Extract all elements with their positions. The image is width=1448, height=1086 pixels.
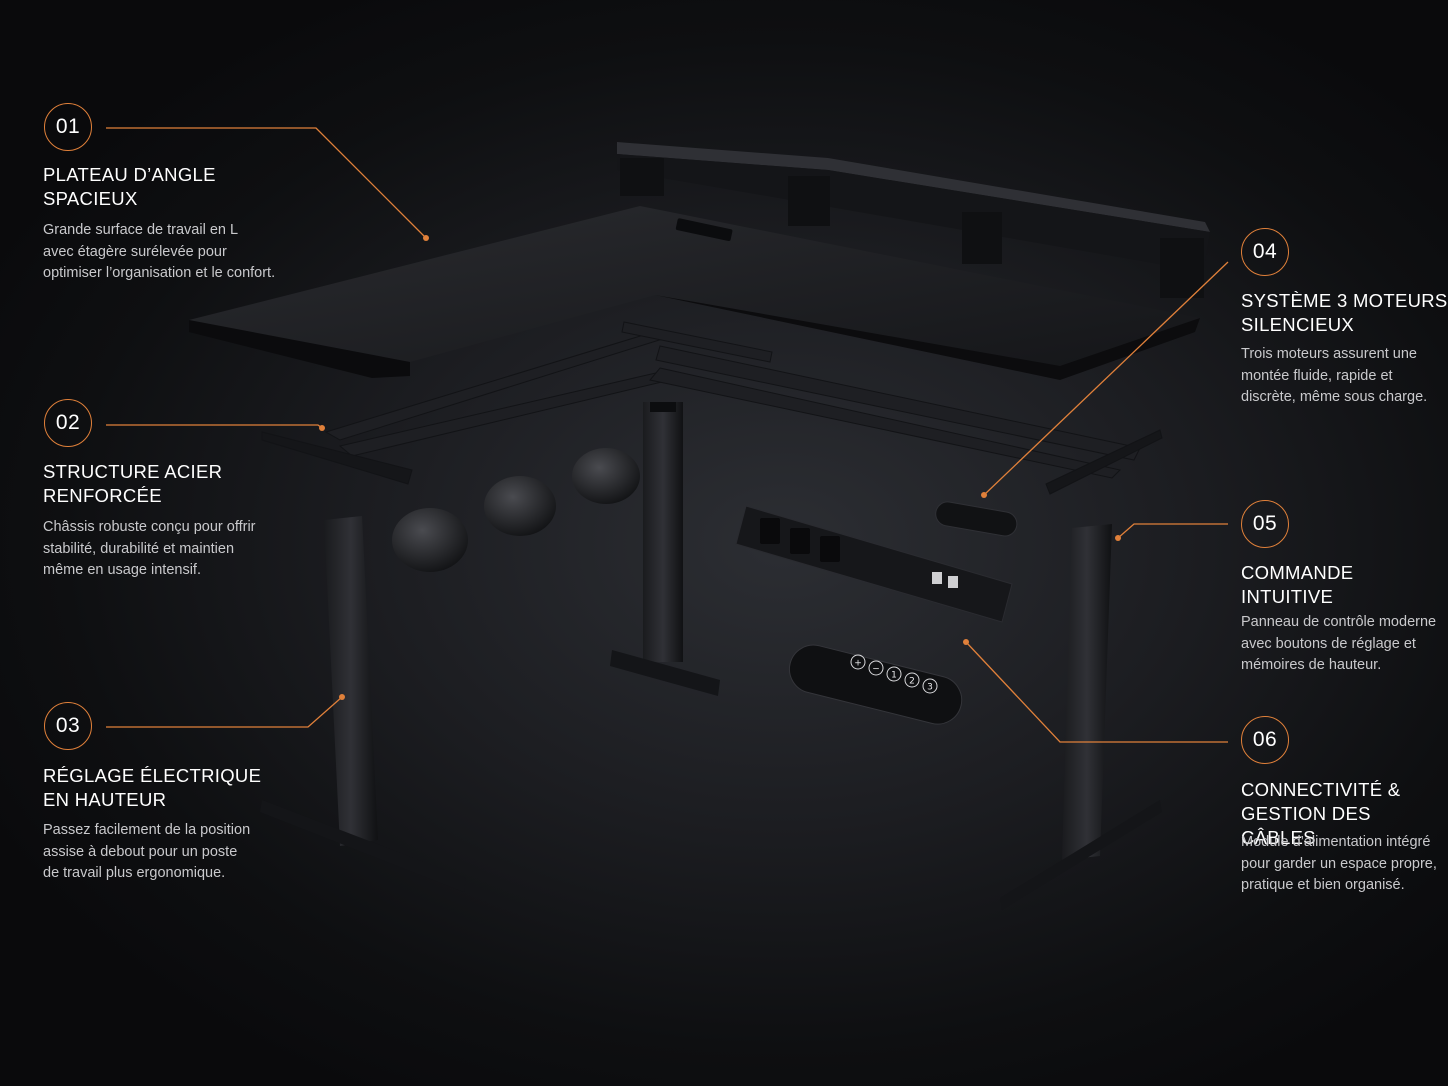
control-panel (788, 644, 963, 725)
l-shaped-desktop (189, 206, 1200, 380)
feature-badge-02: 02 (44, 399, 92, 447)
control-button-label: 1 (891, 671, 897, 681)
feature-badge-04: 04 (1241, 228, 1289, 276)
control-button-ring (904, 672, 920, 688)
control-button-label: 3 (927, 683, 933, 693)
feature-desc-02: Châssis robuste conçu pour offrir stabil… (43, 519, 256, 578)
feature-title-06: CONNECTIVITÉ & GESTION DES CÂBLES (1241, 779, 1401, 848)
feature-desc-06: Module d’alimentation intégré pour garde… (1241, 834, 1437, 893)
control-panel-small (935, 501, 1018, 537)
control-button-ring (922, 678, 938, 694)
monitor-shelf (617, 142, 1210, 298)
feature-desc-01: Grande surface de travail en L avec étag… (43, 222, 276, 281)
control-button-ring (850, 654, 866, 670)
feature-badge-05: 05 (1241, 500, 1289, 548)
feature-badge-03: 03 (44, 702, 92, 750)
feature-title-05: COMMANDE INTUITIVE (1241, 562, 1354, 607)
lifting-column-left (260, 516, 466, 892)
lifting-column-rear (610, 402, 720, 696)
feature-desc-03: Passez facilement de la position assise … (43, 822, 251, 881)
motor-icon (392, 448, 640, 572)
feature-title-02: STRUCTURE ACIER RENFORCÉE (43, 461, 223, 506)
feature-title-01: PLATEAU D’ANGLE SPACIEUX (43, 164, 216, 209)
control-button-label: 2 (909, 677, 915, 687)
feature-badge-01: 01 (44, 103, 92, 151)
lifting-column-right (1000, 524, 1162, 910)
feature-title-03: RÉGLAGE ÉLECTRIQUE EN HAUTEUR (43, 765, 262, 810)
feature-badge-06: 06 (1241, 716, 1289, 764)
feature-desc-04: Trois moteurs assurent une montée fluide… (1241, 346, 1428, 405)
control-button-label: + (854, 659, 862, 669)
control-button-ring (886, 666, 902, 682)
control-button-ring (868, 660, 884, 676)
callout-dots (319, 235, 1121, 700)
feature-desc-05: Panneau de contrôle moderne avec boutons… (1241, 614, 1437, 673)
power-strip (735, 505, 1013, 623)
steel-frame (261, 321, 1163, 495)
feature-title-04: SYSTÈME 3 MOTEURS SILENCIEUX (1241, 290, 1448, 335)
control-button-label: − (872, 665, 880, 675)
